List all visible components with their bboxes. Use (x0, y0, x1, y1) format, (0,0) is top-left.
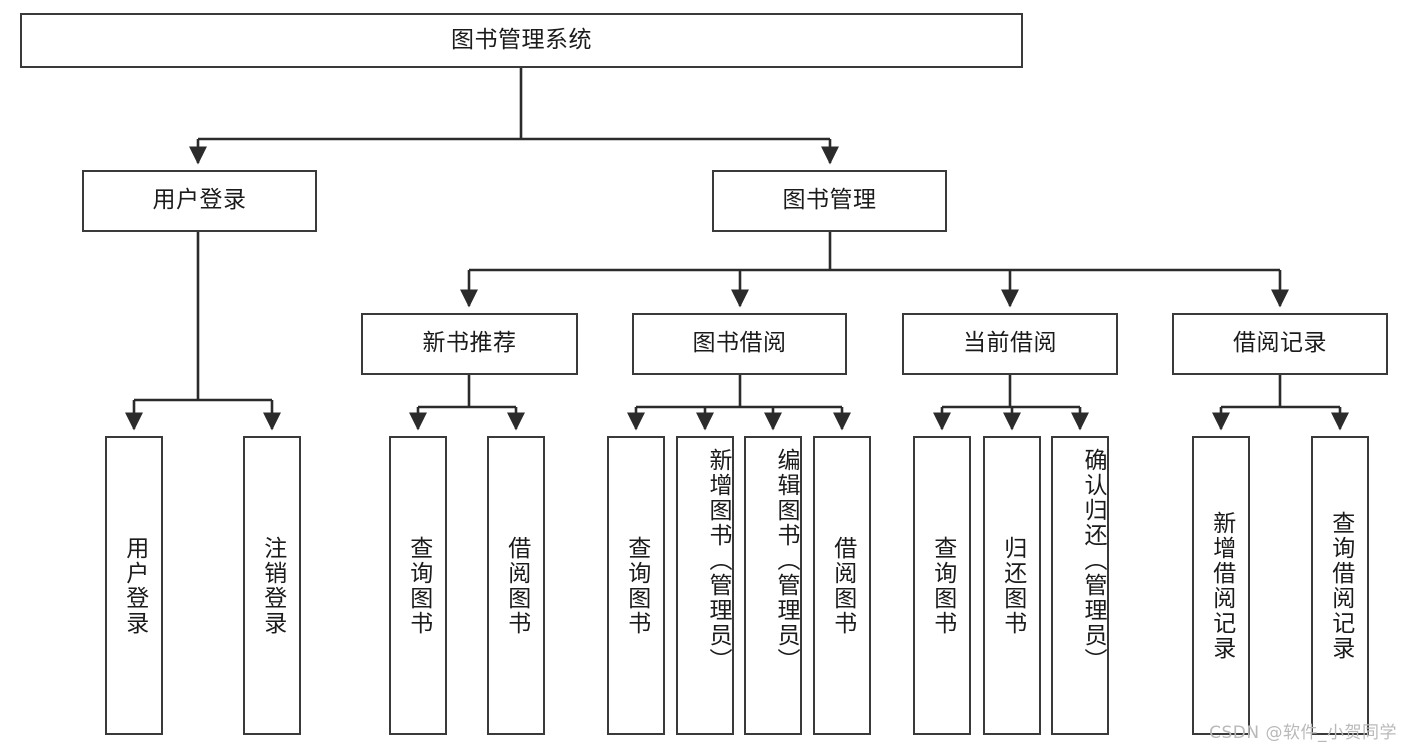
node-label: 用户登录 (121, 535, 148, 636)
node-label: 确认归还（管理员） (1080, 448, 1106, 673)
node-label: 借阅记录 (1233, 330, 1327, 357)
node-user-login[interactable]: 用户登录 (82, 170, 317, 232)
node-label: 用户登录 (152, 187, 247, 214)
leaf-query-book-newbook[interactable]: 查询图书 (389, 436, 447, 735)
node-label: 查询图书 (405, 535, 432, 636)
leaf-add-borrow-record[interactable]: 新增借阅记录 (1192, 436, 1250, 735)
leaf-query-borrow-record[interactable]: 查询借阅记录 (1311, 436, 1369, 735)
leaf-return-book[interactable]: 归还图书 (983, 436, 1041, 735)
node-label: 新增图书（管理员） (705, 448, 731, 673)
node-label: 注销登录 (259, 535, 286, 636)
leaf-confirm-return-admin[interactable]: 确认归还（管理员） (1051, 436, 1109, 735)
node-label: 查询图书 (623, 535, 650, 636)
leaf-user-login[interactable]: 用户登录 (105, 436, 163, 735)
node-book-borrowing[interactable]: 图书借阅 (632, 313, 847, 375)
leaf-logout-login[interactable]: 注销登录 (243, 436, 301, 735)
node-label: 新增借阅记录 (1208, 510, 1235, 661)
node-book-management[interactable]: 图书管理 (712, 170, 947, 232)
node-label: 查询图书 (929, 535, 956, 636)
node-label: 借阅图书 (829, 535, 856, 636)
node-label: 归还图书 (999, 535, 1026, 636)
leaf-borrow-book-newbook[interactable]: 借阅图书 (487, 436, 545, 735)
node-label: 图书借阅 (692, 330, 787, 357)
leaf-query-book-current[interactable]: 查询图书 (913, 436, 971, 735)
watermark-text: CSDN @软件_小贺同学 (1209, 723, 1397, 743)
leaf-add-book-admin[interactable]: 新增图书（管理员） (676, 436, 734, 735)
node-current-borrowing[interactable]: 当前借阅 (902, 313, 1118, 375)
node-label: 图书管理系统 (451, 26, 592, 53)
node-label: 当前借阅 (963, 330, 1057, 357)
node-label: 新书推荐 (422, 330, 517, 357)
node-new-book-recommendation[interactable]: 新书推荐 (361, 313, 578, 375)
node-label: 编辑图书（管理员） (773, 448, 799, 673)
node-borrowing-record[interactable]: 借阅记录 (1172, 313, 1388, 375)
node-label: 借阅图书 (503, 535, 530, 636)
leaf-borrow-book-borrowing[interactable]: 借阅图书 (813, 436, 871, 735)
node-label: 图书管理 (782, 187, 877, 214)
leaf-edit-book-admin[interactable]: 编辑图书（管理员） (744, 436, 802, 735)
leaf-query-book-borrowing[interactable]: 查询图书 (607, 436, 665, 735)
node-root-book-management-system[interactable]: 图书管理系统 (20, 13, 1023, 68)
node-label: 查询借阅记录 (1327, 510, 1354, 661)
